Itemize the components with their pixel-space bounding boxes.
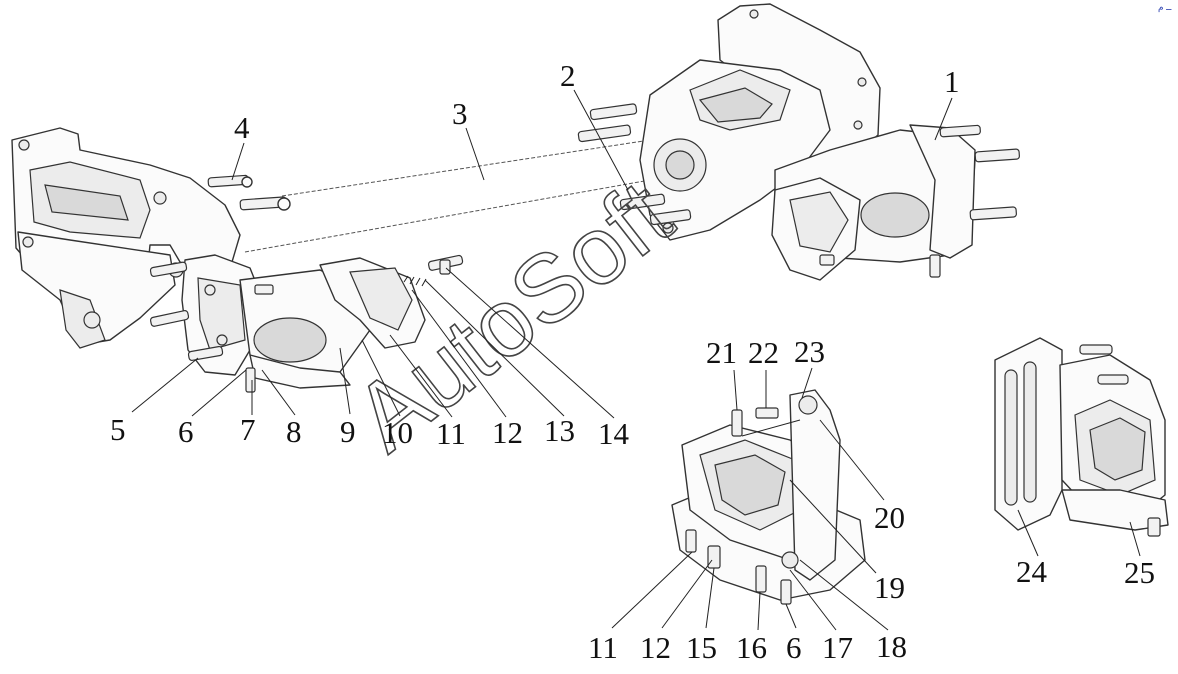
callout-6-detail: 6 bbox=[786, 630, 802, 665]
callout-1: 1 bbox=[944, 64, 960, 99]
left-mount-bracket bbox=[11, 127, 241, 349]
callout-10: 10 bbox=[382, 415, 413, 450]
callout-4: 4 bbox=[234, 110, 250, 145]
callout-8: 8 bbox=[286, 414, 302, 449]
spring-washer-group bbox=[403, 254, 464, 287]
callout-21: 21 bbox=[706, 335, 737, 370]
callout-12: 12 bbox=[492, 415, 523, 450]
callout-24: 24 bbox=[1016, 554, 1048, 589]
bolt-4-group bbox=[207, 174, 291, 211]
callout-22: 22 bbox=[748, 335, 779, 370]
right-engine-mount bbox=[771, 124, 1020, 281]
right-support-bracket bbox=[577, 3, 881, 241]
callout-2: 2 bbox=[560, 58, 576, 93]
callout-5: 5 bbox=[110, 412, 126, 447]
leader-lines bbox=[131, 89, 1141, 631]
detail-mount-assembly bbox=[671, 389, 866, 605]
callout-9: 9 bbox=[340, 414, 356, 449]
callout-17: 17 bbox=[822, 630, 853, 665]
callout-20: 20 bbox=[874, 500, 905, 535]
callout-12-detail: 12 bbox=[640, 630, 671, 665]
crossmember-3 bbox=[244, 139, 651, 253]
callout-11: 11 bbox=[436, 416, 466, 451]
callout-23: 23 bbox=[794, 334, 825, 369]
callout-19: 19 bbox=[874, 570, 905, 605]
callout-labels: 1 2 3 4 5 6 7 8 9 10 11 12 13 14 21 22 2… bbox=[110, 58, 1155, 665]
callout-16: 16 bbox=[736, 630, 767, 665]
detail-bracket-assembly bbox=[994, 337, 1169, 537]
callout-14: 14 bbox=[598, 416, 630, 451]
callout-7: 7 bbox=[240, 412, 256, 447]
left-engine-mount bbox=[149, 254, 426, 393]
callout-18: 18 bbox=[876, 629, 907, 664]
callout-11-detail: 11 bbox=[588, 630, 618, 665]
corner-mark: ــ م bbox=[1158, 2, 1172, 13]
callout-15: 15 bbox=[686, 630, 717, 665]
callout-3: 3 bbox=[452, 96, 468, 131]
callout-13: 13 bbox=[544, 413, 575, 448]
callout-25: 25 bbox=[1124, 555, 1155, 590]
callout-6: 6 bbox=[178, 414, 194, 449]
